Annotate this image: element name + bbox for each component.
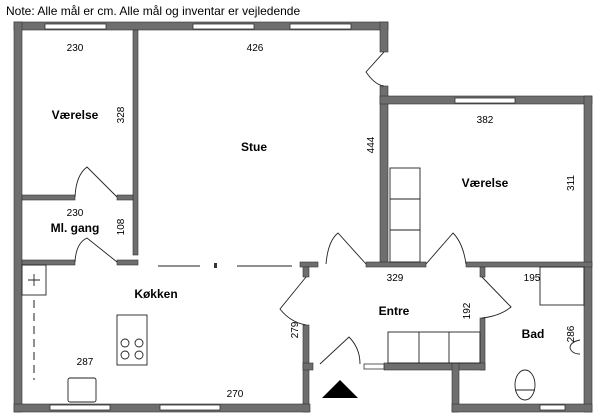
wall-entre-top-a [299, 261, 319, 268]
dim-vaerelse2-width: 382 [477, 115, 494, 126]
kitchen-stove [21, 264, 47, 296]
door-swing [74, 166, 118, 198]
door-swing [481, 276, 512, 319]
door-swing [365, 51, 385, 87]
wall-gang-bottom-b [116, 259, 139, 266]
wall-stue-right-top [379, 21, 389, 53]
entre-wardrobe [387, 331, 481, 364]
door-swing [425, 232, 467, 265]
window [159, 404, 221, 411]
window [44, 23, 107, 30]
furniture [21, 167, 585, 403]
kitchen-sink [67, 377, 97, 403]
room-label-vaerelse1: Værelse [52, 108, 99, 122]
plan-note: Note: Alle mål er cm. Alle mål og invent… [6, 4, 301, 18]
wall-bottom-right [451, 403, 593, 413]
dim-bad-depth: 286 [566, 325, 577, 342]
dim-koekken-depth: 279 [290, 321, 301, 338]
wall-vaerelse-stue [132, 29, 139, 256]
room-label-entre: Entre [379, 304, 410, 318]
room-label-stue: Stue [241, 140, 267, 154]
dim-entre-depth: 192 [462, 302, 473, 319]
wall-left [13, 21, 23, 413]
window [49, 404, 111, 411]
washbasin [569, 339, 581, 355]
dim-entre-width: 329 [387, 273, 404, 284]
dim-gang-depth: 108 [116, 218, 127, 235]
window [539, 404, 566, 411]
wall-entre-bottom [383, 362, 486, 371]
toilet [514, 369, 536, 401]
windows [44, 23, 566, 411]
wall-entre-top-b [365, 261, 427, 268]
kitchen-hob [116, 314, 148, 366]
wall-vaerelse1-bottom-a [21, 194, 76, 201]
door-swing [279, 276, 307, 326]
dim-vaerelse2-depth: 311 [566, 175, 577, 191]
labels: 230 Værelse 328 426 Stue 444 382 Værelse… [51, 43, 577, 400]
entrance-door [319, 336, 361, 365]
window [192, 23, 255, 30]
wall-bad-left-a [479, 266, 486, 278]
room-label-bad: Bad [522, 327, 545, 341]
wall-stue-right [379, 85, 389, 263]
wardrobe [389, 167, 421, 263]
dim-vaerelse1-depth: 328 [116, 106, 127, 123]
window [289, 23, 352, 30]
room-label-gang: Ml. gang [51, 221, 100, 235]
dim-koekken-width: 287 [77, 357, 94, 368]
dim-stue-depth: 444 [366, 136, 377, 153]
wall-entre-top-c [465, 261, 593, 268]
doors [74, 51, 512, 398]
dim-gang-width: 230 [67, 208, 84, 219]
room-label-vaerelse2: Værelse [462, 176, 509, 190]
wall-right [583, 95, 593, 413]
dim-koekken-width2: 270 [227, 389, 244, 400]
room-label-koekken: Køkken [134, 287, 177, 301]
window [454, 97, 516, 104]
entrance-arrow-icon [322, 380, 358, 398]
dim-vaerelse1-width: 230 [67, 43, 84, 54]
wall-koekken-right-a [302, 266, 310, 278]
wall-entre-bottom-left [302, 362, 314, 371]
window [363, 363, 385, 370]
wall-bad-left-b [479, 317, 486, 371]
walls [13, 21, 593, 413]
shower [539, 266, 585, 306]
dim-bad-width: 195 [524, 273, 541, 284]
wall-vaerelse1-bottom-b [116, 194, 134, 201]
dim-stue-width: 426 [247, 43, 264, 54]
door-swing [325, 232, 367, 265]
door-swing [74, 237, 118, 263]
wall-gang-bottom-a [21, 259, 76, 266]
